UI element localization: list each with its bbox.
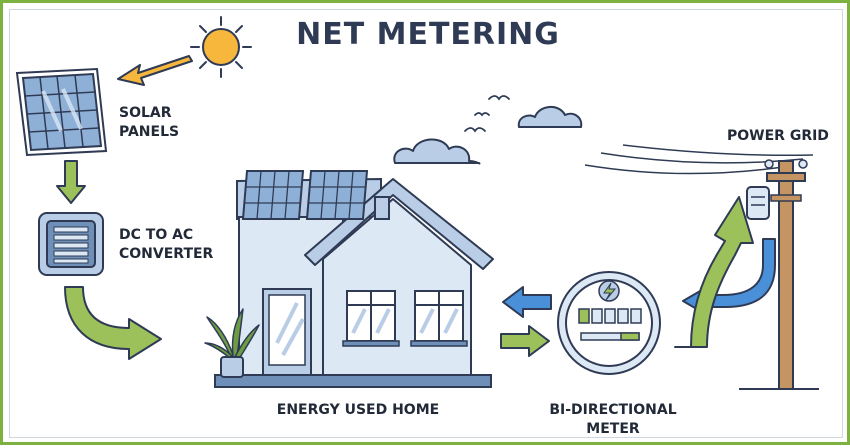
sun-icon — [190, 16, 252, 78]
meter-label: BI-DIRECTIONAL METER — [523, 401, 703, 439]
utility-pole-icon — [725, 159, 819, 391]
meter-label-line1: BI-DIRECTIONAL — [549, 402, 677, 418]
solar-panels-label-line1: SOLAR — [119, 105, 172, 121]
converter-label-line2: CONVERTER — [119, 246, 214, 262]
home-label: ENERGY USED HOME — [276, 402, 440, 418]
meter-label-line2: METER — [586, 421, 640, 437]
plant-icon — [204, 308, 260, 378]
cloud-icon — [517, 106, 583, 128]
converter-label-line1: DC TO AC — [119, 227, 194, 243]
inner-border — [9, 9, 843, 438]
converter-label: DC TO AC CONVERTER — [119, 226, 213, 264]
solar-panels-label-line2: PANELS — [119, 124, 180, 140]
home-to-meter-arrow — [500, 325, 550, 357]
birds-icon — [464, 95, 510, 133]
power-grid-label: POWER GRID — [727, 128, 829, 144]
export-to-grid-arrow — [674, 196, 754, 348]
meter-icon — [557, 271, 661, 375]
panel-to-converter-arrow — [56, 160, 86, 204]
solar-panel-icon — [15, 67, 108, 157]
converter-icon — [38, 212, 104, 276]
converter-to-home-arrow — [64, 286, 162, 360]
solar-panels-label: SOLAR PANELS — [119, 104, 179, 142]
sunlight-arrow — [117, 55, 193, 86]
net-metering-illustration — [15, 16, 819, 391]
page-title: NET METERING — [296, 17, 560, 52]
cloud-icon — [393, 138, 481, 165]
roof-solar-panel-icon — [241, 170, 369, 220]
grid-to-home-arrow — [502, 286, 552, 318]
